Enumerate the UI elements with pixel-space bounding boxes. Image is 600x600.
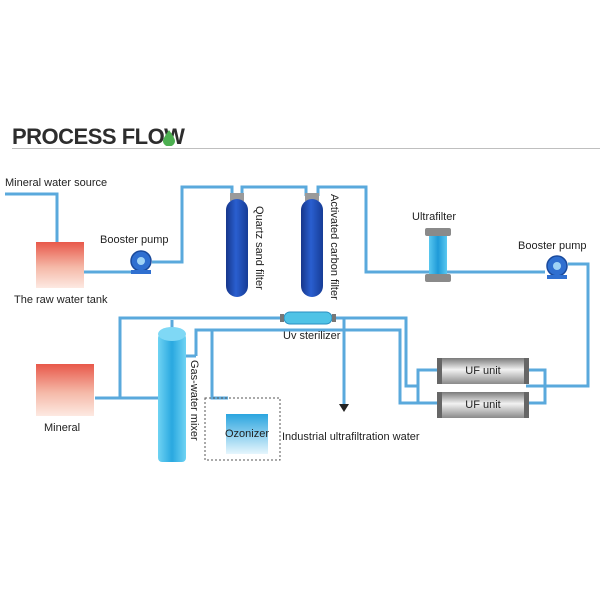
label-ozonizer: Ozonizer bbox=[225, 428, 270, 440]
label-source: Mineral water source bbox=[5, 177, 108, 189]
water-drop-icon bbox=[163, 130, 175, 146]
uf-unit bbox=[437, 392, 529, 418]
ozonizer bbox=[226, 414, 268, 454]
ultrafilter bbox=[425, 228, 451, 282]
label-quartz-sand-filter: Quartz sand filter bbox=[253, 206, 265, 290]
outlet-arrow bbox=[339, 404, 349, 412]
raw-water-tank bbox=[36, 242, 84, 288]
page-title: PROCESS FLOW bbox=[12, 124, 185, 149]
label-uf-unit-1: UF unit bbox=[465, 365, 501, 377]
label-raw-water-tank: The raw water tank bbox=[14, 294, 108, 306]
ozonizer-enclosure bbox=[204, 397, 281, 461]
activated-carbon-filter bbox=[301, 193, 323, 297]
label-booster-pump-1: Booster pump bbox=[100, 234, 169, 246]
uv-sterilizer bbox=[280, 311, 336, 325]
gas-water-mixer bbox=[158, 327, 186, 462]
label-uf-unit-2: UF unit bbox=[465, 399, 501, 411]
pump-icon bbox=[546, 255, 568, 279]
label-ultrafilter: Ultrafilter bbox=[412, 211, 457, 223]
pipes bbox=[5, 185, 590, 405]
label-booster-pump-2: Booster pump bbox=[518, 240, 587, 252]
label-mineral: Mineral bbox=[44, 422, 81, 434]
label-activated-carbon-filter: Activated carbon filter bbox=[328, 194, 340, 300]
label-industrial-water: Industrial ultrafiltration water bbox=[282, 431, 420, 443]
label-gas-water-mixer: Gas-water mixer bbox=[188, 360, 200, 441]
label-uv-sterilizer: Uv sterilizer bbox=[283, 330, 341, 342]
title-divider bbox=[12, 148, 600, 149]
uf-unit bbox=[437, 358, 529, 384]
mineral-tank bbox=[36, 364, 94, 416]
pump-icon bbox=[130, 250, 152, 274]
quartz-sand-filter bbox=[226, 193, 248, 297]
